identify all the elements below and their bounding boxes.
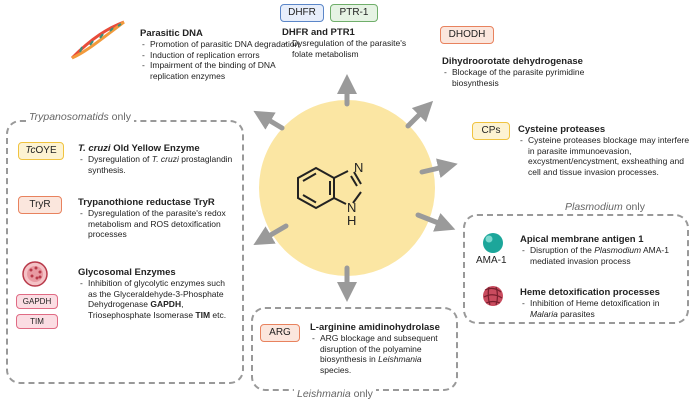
plasmodium-region-label: Plasmodium only: [562, 201, 648, 213]
glycosomal-title: Glycosomal Enzymes: [78, 267, 176, 278]
parasitic-dna-item: Induction of replication errors: [142, 50, 310, 61]
dhfr-ptr1-item: Dysregulation of the parasite's folate m…: [284, 38, 422, 59]
tcoye-title: T. cruzi Old Yellow Enzyme: [78, 143, 200, 154]
dhfr-tag: DHFR: [280, 4, 324, 22]
heme-block: Heme detoxification processes Inhibition…: [520, 287, 682, 319]
ptr1-tag: PTR-1: [330, 4, 378, 22]
arrow-upleft: [253, 110, 285, 131]
parasitic-dna-item: Impairment of the binding of DNA replica…: [142, 60, 310, 81]
arrow-upright: [405, 100, 434, 129]
tryr-block: Trypanothione reductase TryR Dysregulati…: [78, 197, 233, 240]
heme-title: Heme detoxification processes: [520, 287, 660, 298]
dhodh-block: Dihydroorotate dehydrogenase Blockage of…: [442, 56, 622, 88]
ring-nh-n-label: N: [347, 200, 357, 215]
arginase-title: L-arginine amidinohydrolase: [310, 322, 440, 333]
ring-h-label: H: [347, 213, 357, 228]
leishmania-region-label: Leishmania only: [294, 388, 376, 400]
tcoye-tag: TcOYE: [18, 142, 64, 160]
center-circle: [259, 100, 435, 276]
tryr-item: Dysregulation of the parasite's redox me…: [80, 208, 233, 240]
glycosomal-item: Inhibition of glycolytic enzymes such as…: [80, 278, 233, 320]
arg-tag: ARG: [260, 324, 300, 342]
parasitic-dna-block: Parasitic DNA Promotion of parasitic DNA…: [140, 28, 310, 81]
tim-tag: TIM: [16, 314, 58, 329]
gapdh-tag: GAPDH: [16, 294, 58, 309]
ama1-block: Apical membrane antigen 1 Disruption of …: [520, 234, 682, 266]
cysteine-item: Cysteine proteases blockage may interfer…: [520, 135, 690, 177]
tcoye-item: Dysregulation of T. cruzi prostaglandin …: [80, 154, 233, 175]
ama1-title: Apical membrane antigen 1: [520, 234, 644, 245]
tryr-title: Trypanothione reductase TryR: [78, 197, 215, 208]
dhodh-tag: DHODH: [440, 26, 494, 44]
heme-icon: [483, 286, 503, 306]
cysteine-block: Cysteine proteases Cysteine proteases bl…: [518, 124, 690, 177]
glycosome-icon: [22, 261, 48, 287]
plasmodium-region: [463, 214, 689, 324]
arrows: [253, 74, 458, 302]
ama1-sphere-icon: [483, 233, 503, 253]
glycosomal-block: Glycosomal Enzymes Inhibition of glycoly…: [78, 267, 233, 320]
ama1-item: Disruption of the Plasmodium AMA-1 media…: [522, 245, 682, 266]
tryr-tag: TryR: [18, 196, 62, 214]
arginase-block: L-arginine amidinohydrolase ARG blockage…: [310, 322, 450, 375]
dhfr-ptr1-title: DHFR and PTR1: [282, 27, 355, 38]
dhodh-title: Dihydroorotate dehydrogenase: [442, 56, 583, 67]
parasitic-dna-title: Parasitic DNA: [140, 28, 203, 39]
tcoye-block: T. cruzi Old Yellow Enzyme Dysregulation…: [78, 143, 233, 175]
heme-item: Inhibition of Heme detoxification in Mal…: [522, 298, 682, 319]
arrow-downleft: [253, 223, 289, 246]
arginase-item: ARG blockage and subsequent disruption o…: [312, 333, 450, 375]
parasitic-dna-item: Promotion of parasitic DNA degradation: [142, 39, 310, 50]
ring-n-label: N: [354, 160, 364, 175]
dhodh-item: Blockage of the parasite pyrimidine bios…: [444, 67, 622, 88]
cps-tag: CPs: [472, 122, 510, 140]
arrow-right: [419, 158, 458, 178]
arrow-downright: [415, 212, 456, 232]
ama1-label: AMA-1: [476, 255, 507, 266]
dhfr-ptr1-block: DHFR and PTR1 Dysregulation of the paras…: [282, 27, 422, 59]
benzimidazole-structure: [297, 166, 362, 210]
trypanosomatids-region-label: Trypanosomatids only: [26, 111, 134, 123]
cysteine-title: Cysteine proteases: [518, 124, 606, 135]
dna-icon: [70, 20, 125, 60]
